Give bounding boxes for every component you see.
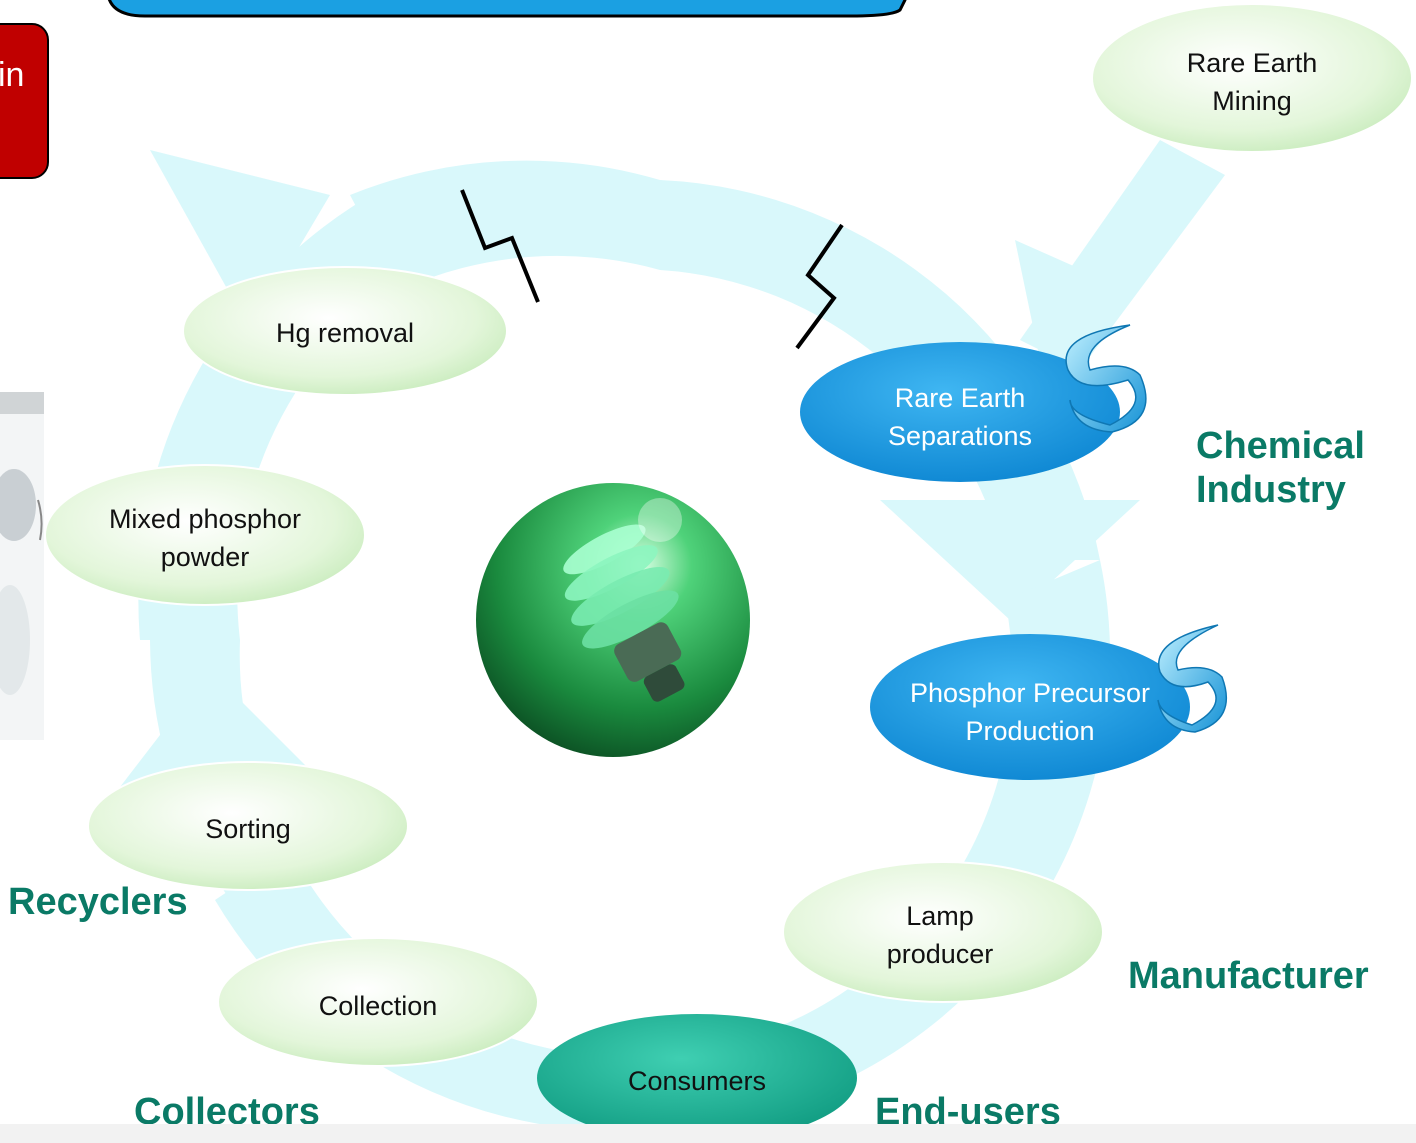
role-chemical-line1: Chemical xyxy=(1196,425,1365,467)
broken-link-icon xyxy=(460,189,540,303)
svg-text:Sorting: Sorting xyxy=(205,814,291,844)
warning-box-text: in xyxy=(0,56,24,94)
svg-text:Hg removal: Hg removal xyxy=(276,318,414,348)
role-recyclers: Recyclers xyxy=(8,881,188,923)
broken-link-icon xyxy=(795,223,844,350)
node-collection: Collection xyxy=(217,937,539,1067)
warning-box: in xyxy=(0,23,49,179)
title-banner xyxy=(107,0,907,18)
node-hg-removal: Hg removal xyxy=(182,266,508,396)
role-chemical-line2: Industry xyxy=(1196,469,1346,511)
footer-bar xyxy=(0,1124,1416,1143)
lamp-photo xyxy=(0,392,44,740)
swirl-icon xyxy=(1065,324,1147,433)
svg-text:Consumers: Consumers xyxy=(628,1066,766,1096)
role-manufacturer: Manufacturer xyxy=(1128,955,1369,997)
node-consumers: Consumers xyxy=(537,1014,857,1142)
node-sorting: Sorting xyxy=(87,761,409,891)
svg-text:Collection: Collection xyxy=(319,991,438,1021)
lightbulb-icon xyxy=(476,483,750,757)
role-chemical-industry: Chemical Industry xyxy=(1196,424,1365,512)
swirl-icon xyxy=(1157,624,1227,733)
